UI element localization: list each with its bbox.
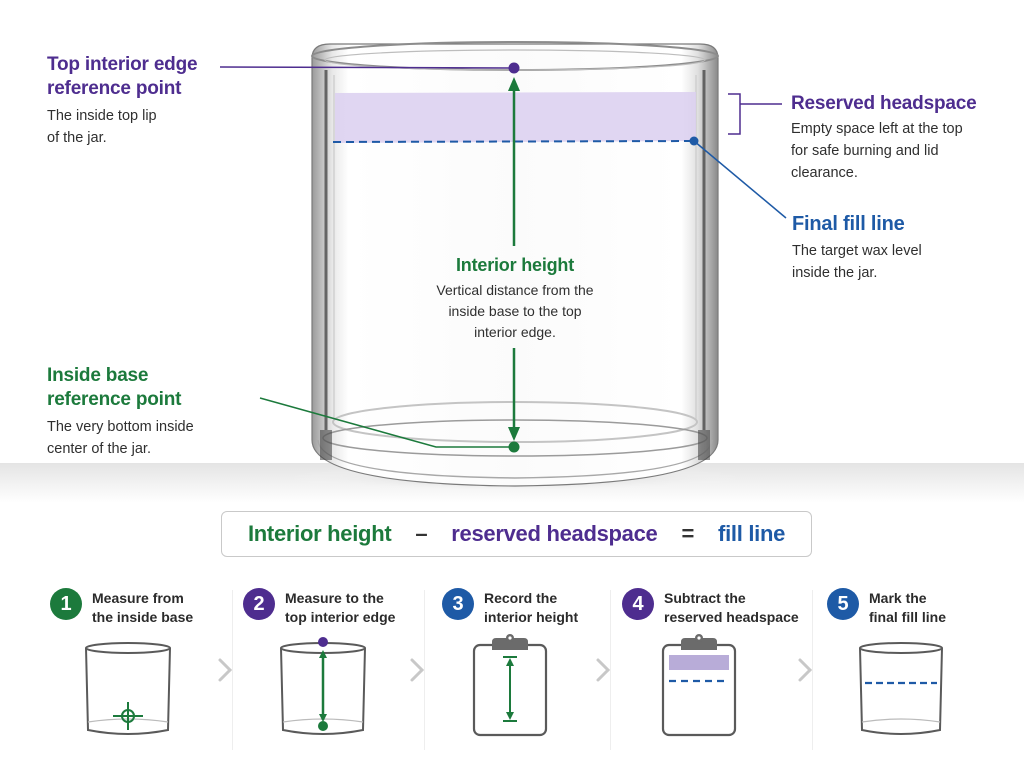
- inside-base-point: [508, 441, 520, 453]
- jar-crosshair-icon: [85, 642, 171, 735]
- formula-fill-line: fill line: [718, 521, 786, 546]
- step-2: 2 Measure to the top interior edge: [243, 588, 395, 627]
- formula-interior-height: Interior height: [247, 521, 392, 546]
- step-label-line1: Measure to the: [285, 590, 384, 606]
- inside-base-title-line2: reference point: [47, 389, 182, 410]
- interior-height-desc-line2: inside base to the top: [448, 303, 582, 319]
- jar-fill-line-icon: [859, 642, 943, 735]
- formula-equals: =: [681, 521, 695, 546]
- step-label-line2: final fill line: [869, 609, 947, 625]
- top-edge-point: [508, 62, 520, 74]
- headspace-band: [335, 92, 696, 143]
- step-3: 3 Record the interior height: [442, 588, 578, 627]
- top-edge-desc-line1: The inside top lip: [47, 108, 157, 124]
- step-label-line2: the inside base: [92, 609, 194, 625]
- step-label-line1: Record the: [484, 590, 558, 606]
- fill-line-dashed: [332, 140, 695, 143]
- step-divider: [610, 590, 611, 750]
- step-label-line2: interior height: [484, 609, 579, 625]
- step-number-badge: 2: [243, 588, 275, 620]
- step-label: Measure from the inside base: [92, 588, 193, 627]
- step-label-line1: Measure from: [92, 590, 184, 606]
- step-number-badge: 4: [622, 588, 654, 620]
- step-label: Measure to the top interior edge: [285, 588, 395, 627]
- jar-measure-arrow-icon: [280, 637, 366, 735]
- interior-height-desc-line3: interior edge.: [474, 324, 556, 340]
- step-divider: [232, 590, 233, 750]
- step-divider: [424, 590, 425, 750]
- clipboard-height-icon: [472, 634, 548, 737]
- callout-interior-height: Interior height Vertical distance from t…: [405, 253, 625, 343]
- headspace-desc-line1: Empty space left at the top: [791, 121, 963, 137]
- callout-fill-line: Final fill line The target wax level ins…: [792, 212, 922, 284]
- step-number-badge: 5: [827, 588, 859, 620]
- step-4: 4 Subtract the reserved headspace: [622, 588, 799, 627]
- callout-inside-base: Inside base reference point The very bot…: [47, 364, 194, 460]
- formula-minus: –: [415, 521, 428, 546]
- formula-box: Interior height – reserved headspace = f…: [221, 511, 812, 557]
- chevron-right-icon: [218, 658, 233, 682]
- headspace-bracket: [728, 93, 782, 135]
- step-label-line2: reserved headspace: [664, 609, 799, 625]
- top-edge-title-line1: Top interior edge: [47, 54, 198, 75]
- headspace-desc-line3: clearance.: [791, 165, 858, 181]
- chevron-right-icon: [596, 658, 611, 682]
- step-label-line1: Mark the: [869, 590, 927, 606]
- step-label-line1: Subtract the: [664, 590, 746, 606]
- fill-line-desc-line1: The target wax level: [792, 243, 922, 259]
- top-edge-title-line2: reference point: [47, 78, 182, 99]
- interior-height-title: Interior height: [456, 255, 574, 275]
- clipboard-headspace-icon: [661, 634, 737, 737]
- interior-height-desc-line1: Vertical distance from the: [436, 282, 594, 298]
- headspace-title: Reserved headspace: [791, 93, 977, 114]
- fill-line-desc-line2: inside the jar.: [792, 265, 878, 281]
- step-1: 1 Measure from the inside base: [50, 588, 193, 627]
- step-label: Mark the final fill line: [869, 588, 946, 627]
- inside-base-title-line1: Inside base: [47, 365, 149, 386]
- step-divider: [812, 590, 813, 750]
- callout-headspace: Reserved headspace Empty space left at t…: [791, 92, 977, 184]
- inside-base-desc-line2: center of the jar.: [47, 441, 151, 457]
- step-number-badge: 3: [442, 588, 474, 620]
- formula-reserved-headspace: reserved headspace: [451, 521, 658, 546]
- chevron-right-icon: [798, 658, 813, 682]
- step-label: Record the interior height: [484, 588, 578, 627]
- step-5: 5 Mark the final fill line: [827, 588, 946, 627]
- top-edge-desc-line2: of the jar.: [47, 130, 107, 146]
- step-number-badge: 1: [50, 588, 82, 620]
- interior-height-arrow: [508, 77, 520, 441]
- step-label-line2: top interior edge: [285, 609, 396, 625]
- callout-top-edge: Top interior edge reference point The in…: [47, 53, 198, 149]
- headspace-desc-line2: for safe burning and lid: [791, 143, 939, 159]
- chevron-right-icon: [410, 658, 425, 682]
- fill-line-title: Final fill line: [792, 213, 905, 235]
- step-label: Subtract the reserved headspace: [664, 588, 799, 627]
- inside-base-desc-line1: The very bottom inside: [47, 419, 194, 435]
